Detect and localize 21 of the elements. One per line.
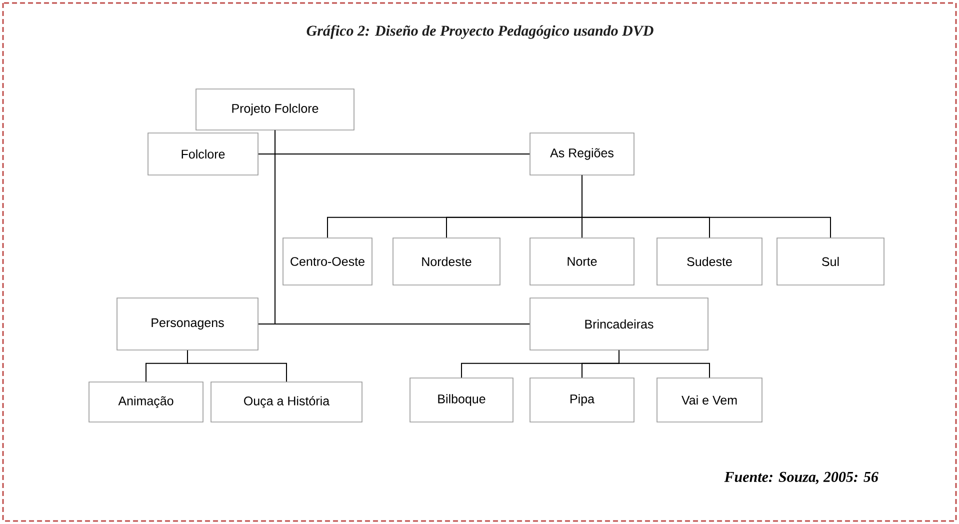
- label-box: Sul: [776, 238, 884, 286]
- label-box: Nordeste: [392, 238, 500, 286]
- title: Gráfico 2: Diseño de Proyecto Pedagógico usando DVD: [306, 25, 654, 39]
- connector-line: [618, 350, 710, 378]
- label-box: Pipa: [530, 378, 634, 422]
- label-box: Bilboque: [410, 378, 514, 422]
- label-box: Brincadeiras: [530, 298, 708, 350]
- label-box: Personagens: [116, 298, 258, 350]
- label-box: Ouça a História: [210, 382, 362, 422]
- label-box: Folclore: [148, 132, 258, 176]
- label-box: Norte: [530, 238, 634, 286]
- connector-line: [274, 130, 530, 324]
- connector-line: [582, 174, 831, 238]
- label-box: Projeto Folclore: [196, 88, 354, 130]
- label-box: Animação: [88, 382, 204, 422]
- connector-line: [187, 350, 287, 382]
- source-note: Fuente: Souza, 2005: 56: [724, 472, 878, 484]
- label-box: Centro-Oeste: [282, 238, 372, 286]
- label-box: As Regiões: [530, 132, 634, 176]
- label-box: Vai e Vem: [656, 378, 762, 422]
- label-box: Sudeste: [656, 238, 762, 286]
